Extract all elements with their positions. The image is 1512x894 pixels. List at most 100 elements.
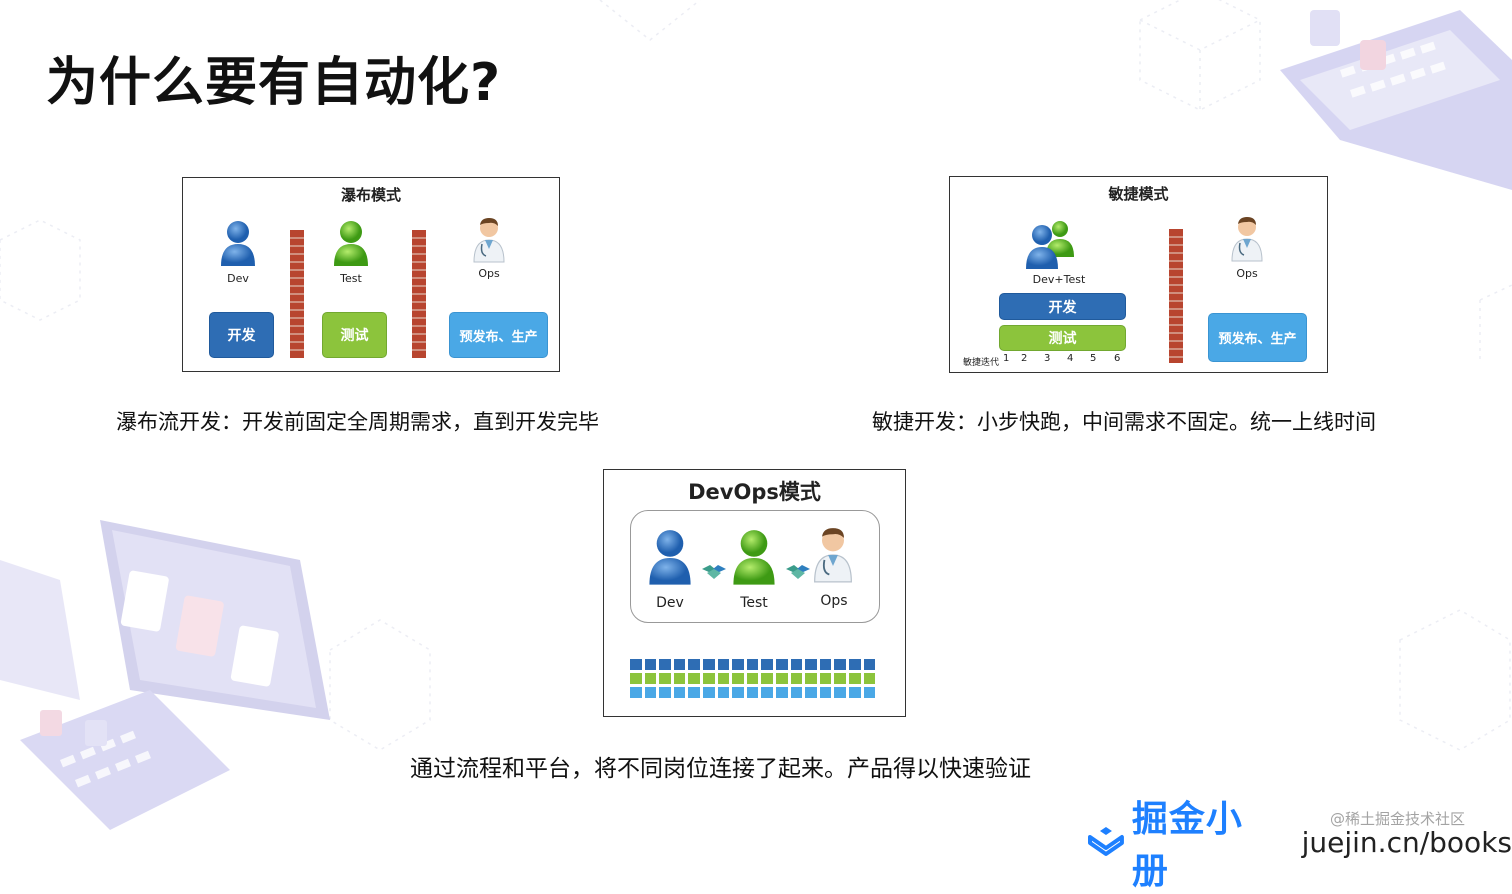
- ops-doctor-icon: [814, 528, 852, 583]
- iteration-number: 2: [1021, 353, 1028, 364]
- stripe-cell: [746, 687, 759, 698]
- stripe-cell: [863, 673, 876, 684]
- stripe-cell: [673, 687, 686, 698]
- test-stage-bar: 测试: [999, 325, 1126, 351]
- stripe-cell: [659, 687, 671, 698]
- stripe-cell: [630, 673, 642, 684]
- stripe-cell: [819, 673, 832, 684]
- iteration-number: 6: [1114, 353, 1121, 364]
- iteration-number: 3: [1044, 353, 1051, 364]
- ops-doctor-icon: [1231, 217, 1263, 262]
- devops-diagram: DevOps模式 Dev Test: [603, 469, 906, 717]
- waterfall-title: 瀑布模式: [340, 186, 401, 204]
- stripe-cell: [805, 659, 817, 670]
- stripe-cell: [834, 659, 846, 670]
- stripe-cell: [863, 687, 876, 698]
- stripe-cell: [746, 659, 759, 670]
- ops-label: Ops: [478, 267, 500, 280]
- stripe-cell: [659, 659, 671, 670]
- brick-wall-icon: [1169, 229, 1183, 363]
- test-person-icon: [733, 530, 775, 585]
- test-person-icon: [334, 221, 368, 266]
- stripe-cell: [790, 659, 803, 670]
- ops-label: Ops: [820, 593, 848, 609]
- ops-doctor-icon: [473, 218, 505, 263]
- iteration-label: 敏捷迭代: [963, 358, 1000, 368]
- stripe-cell: [732, 659, 744, 670]
- stripe-cell: [644, 673, 657, 684]
- waterfall-caption: 瀑布流开发：开发前固定全周期需求，直到开发完毕: [116, 410, 599, 434]
- dev-label: Dev: [656, 595, 684, 611]
- stripe-cell: [819, 687, 832, 698]
- stripe-cell: [848, 687, 861, 698]
- stripe-cell: [761, 659, 773, 670]
- stripe-cell: [761, 687, 773, 698]
- juejin-brand: 掘金小册 juejin.cn/books: [1088, 790, 1512, 894]
- iteration-number: 5: [1090, 353, 1097, 364]
- stripe-cell: [848, 673, 861, 684]
- dev-test-people-icon: [1026, 221, 1074, 269]
- stripe-row: [630, 673, 876, 684]
- background-decoration: [0, 0, 1512, 830]
- dev-stage-bar: 开发: [999, 293, 1126, 320]
- release-stage-button: 预发布、生产: [1208, 313, 1307, 362]
- stripe-cell: [863, 659, 876, 670]
- brick-wall-icon: [412, 230, 426, 358]
- dev-person-icon: [649, 530, 691, 585]
- stripe-cell: [688, 673, 700, 684]
- stripe-cell: [761, 673, 773, 684]
- stripe-cell: [790, 673, 803, 684]
- handshake-icon: [702, 565, 726, 579]
- stripe-cell: [717, 673, 730, 684]
- stripe-row: [630, 687, 876, 698]
- stripe-cell: [775, 659, 788, 670]
- iteration-number: 1: [1003, 353, 1010, 364]
- stripe-cell: [717, 659, 730, 670]
- agile-title: 敏捷模式: [1108, 185, 1169, 203]
- stripe-cell: [717, 687, 730, 698]
- dev-stage-button: 开发: [209, 312, 274, 358]
- stripe-cell: [732, 687, 744, 698]
- brand-name: 掘金小册: [1131, 799, 1243, 892]
- stripe-cell: [834, 673, 846, 684]
- brick-wall-icon: [290, 230, 304, 358]
- dev-test-label: Dev+Test: [1032, 273, 1086, 286]
- stripe-cell: [805, 673, 817, 684]
- page-title: 为什么要有自动化?: [46, 53, 502, 113]
- stripe-cell: [673, 659, 686, 670]
- stripe-cell: [805, 687, 817, 698]
- stripe-cell: [746, 673, 759, 684]
- dev-person-icon: [221, 221, 255, 266]
- juejin-logo-icon: [1088, 827, 1124, 856]
- agile-caption: 敏捷开发：小步快跑，中间需求不固定。统一上线时间: [872, 410, 1376, 434]
- stripe-cell: [673, 673, 686, 684]
- stripe-cell: [775, 687, 788, 698]
- test-stage-button: 测试: [322, 312, 387, 358]
- stripe-cell: [644, 687, 657, 698]
- stripe-cell: [848, 659, 861, 670]
- test-label: Test: [740, 595, 768, 611]
- stripe-cell: [702, 687, 715, 698]
- dev-label: Dev: [227, 272, 249, 285]
- brand-url[interactable]: juejin.cn/books: [1301, 825, 1512, 859]
- devops-title: DevOps模式: [688, 480, 821, 504]
- agile-diagram: 敏捷模式 Dev+Test Ops 开发 测试 敏捷迭代 1 2 3 4 5 6: [949, 176, 1328, 373]
- stripe-row: [630, 659, 876, 670]
- stripe-cell: [790, 687, 803, 698]
- stripe-cell: [732, 673, 744, 684]
- stripe-cell: [688, 659, 700, 670]
- stripe-cell: [819, 659, 832, 670]
- stripe-cell: [659, 673, 671, 684]
- stripe-cell: [702, 659, 715, 670]
- devops-team-panel: Dev Test Ops: [630, 510, 880, 623]
- devops-caption: 通过流程和平台，将不同岗位连接了起来。产品得以快速验证: [410, 756, 1031, 782]
- release-stage-button: 预发布、生产: [449, 312, 548, 358]
- stripe-cell: [775, 673, 788, 684]
- stripe-cell: [644, 659, 657, 670]
- stripe-cell: [702, 673, 715, 684]
- waterfall-diagram: 瀑布模式 Dev Test Ops: [182, 177, 560, 372]
- handshake-icon: [786, 565, 810, 579]
- stripe-cell: [834, 687, 846, 698]
- stripe-cell: [688, 687, 700, 698]
- iteration-number: 4: [1067, 353, 1074, 364]
